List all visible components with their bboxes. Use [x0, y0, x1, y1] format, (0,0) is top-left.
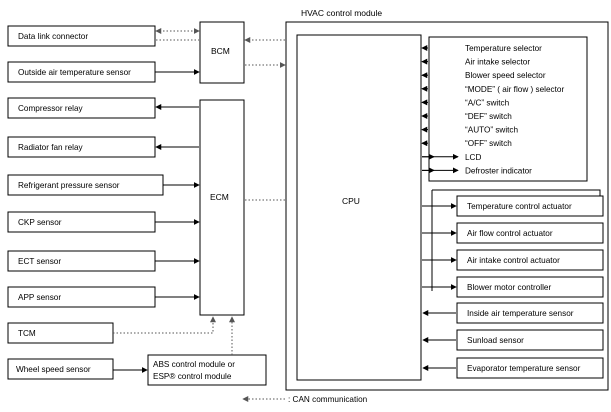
panel-item-auto-switch: “AUTO” switch: [421, 126, 519, 135]
panel-item-mode-air-flow-selector: “MODE” ( air flow ) selector: [421, 85, 564, 94]
air-flow-control-actuator: Air flow control actuator: [422, 222, 604, 244]
data-link-connector-box: [7, 25, 156, 47]
radiator-fan-relay-box: [7, 136, 156, 158]
evaporator-temperature-sensor-box: [456, 357, 604, 379]
panel-item-label: Temperature selector: [465, 44, 542, 53]
temperature-control-actuator: Temperature control actuator: [422, 195, 604, 217]
refrigerant-pressure-sensor-label: Refrigerant pressure sensor: [18, 181, 120, 190]
temperature-control-actuator-label: Temperature control actuator: [467, 202, 572, 211]
panel-item-off-switch: “OFF” switch: [421, 139, 512, 148]
abs-module-label-line1: ABS control module or: [153, 360, 235, 369]
air-flow-control-actuator-box: [456, 222, 604, 244]
panel-item-label: “OFF” switch: [465, 139, 512, 148]
sunload-sensor-box: [456, 329, 604, 351]
app-sensor-label: APP sensor: [18, 293, 61, 302]
radiator-fan-relay-label: Radiator fan relay: [18, 143, 84, 152]
legend-label: : CAN communication: [288, 395, 368, 404]
sunload-sensor: Sunload sensor: [422, 329, 604, 351]
ckp-sensor-label: CKP sensor: [18, 218, 62, 227]
air-intake-control-actuator-label: Air intake control actuator: [467, 256, 560, 265]
hvac-module-title: HVAC control module: [301, 8, 382, 18]
panel-item-label: “DEF” switch: [465, 112, 512, 121]
panel-item-label: “MODE” ( air flow ) selector: [465, 85, 564, 94]
evaporator-temperature-sensor-label: Evaporator temperature sensor: [467, 364, 581, 373]
ect-sensor-label: ECT sensor: [18, 257, 61, 266]
air-intake-control-actuator: Air intake control actuator: [422, 249, 604, 271]
panel-item-blower-speed-selector: Blower speed selector: [421, 71, 546, 80]
panel-item-temperature-selector: Temperature selector: [421, 44, 542, 53]
air-flow-control-actuator-label: Air flow control actuator: [467, 229, 553, 238]
wheel-speed-sensor-label: Wheel speed sensor: [16, 365, 91, 374]
panel-item-def-switch: “DEF” switch: [421, 112, 512, 121]
ecm-label: ECM: [210, 192, 229, 202]
air-intake-control-actuator-box: [456, 249, 604, 271]
panel-item-defroster-indicator: Defroster indicator: [422, 166, 532, 175]
bcm-block: [199, 21, 245, 84]
blower-motor-controller-box: [456, 276, 604, 298]
abs-esp-control-module-box: [147, 354, 267, 386]
panel-item-air-intake-selector: Air intake selector: [421, 58, 530, 67]
panel-item-lcd: LCD: [422, 153, 481, 162]
data-link-connector-label: Data link connector: [18, 32, 88, 41]
panel-item-label: “A/C” switch: [465, 98, 510, 107]
panel-item-label: Blower speed selector: [465, 71, 546, 80]
evaporator-temperature-sensor: Evaporator temperature sensor: [422, 357, 604, 379]
panel-item-label: Air intake selector: [465, 58, 530, 67]
blower-motor-controller-label: Blower motor controller: [467, 283, 551, 292]
bcm-label: BCM: [211, 46, 230, 56]
panel-item-label: Defroster indicator: [465, 166, 532, 175]
tcm-label: TCM: [18, 329, 36, 338]
panel-item-label: LCD: [465, 153, 481, 162]
cpu-label: CPU: [342, 196, 360, 206]
panel-item-label: “AUTO” switch: [465, 126, 519, 135]
panel-item-a-c-switch: “A/C” switch: [421, 98, 510, 107]
compressor-relay-label: Compressor relay: [18, 104, 84, 113]
tcm-to-ecm-can-line: [113, 316, 216, 334]
inside-air-temperature-sensor-box: [456, 302, 604, 324]
cpu-block: [296, 34, 422, 381]
actuator-feedback-bus: [432, 189, 601, 196]
outside-air-temperature-sensor-label: Outside air temperature sensor: [18, 68, 131, 77]
sunload-sensor-label: Sunload sensor: [467, 336, 524, 345]
abs-module-label-line2: ESP® control module: [153, 372, 232, 381]
inside-air-temperature-sensor: Inside air temperature sensor: [422, 302, 604, 324]
inside-air-temperature-sensor-label: Inside air temperature sensor: [467, 309, 574, 318]
compressor-relay-box: [7, 97, 156, 119]
ecm-block: [199, 99, 245, 316]
wheel-speed-sensor-box: [7, 358, 114, 380]
temperature-control-actuator-box: [456, 195, 604, 217]
